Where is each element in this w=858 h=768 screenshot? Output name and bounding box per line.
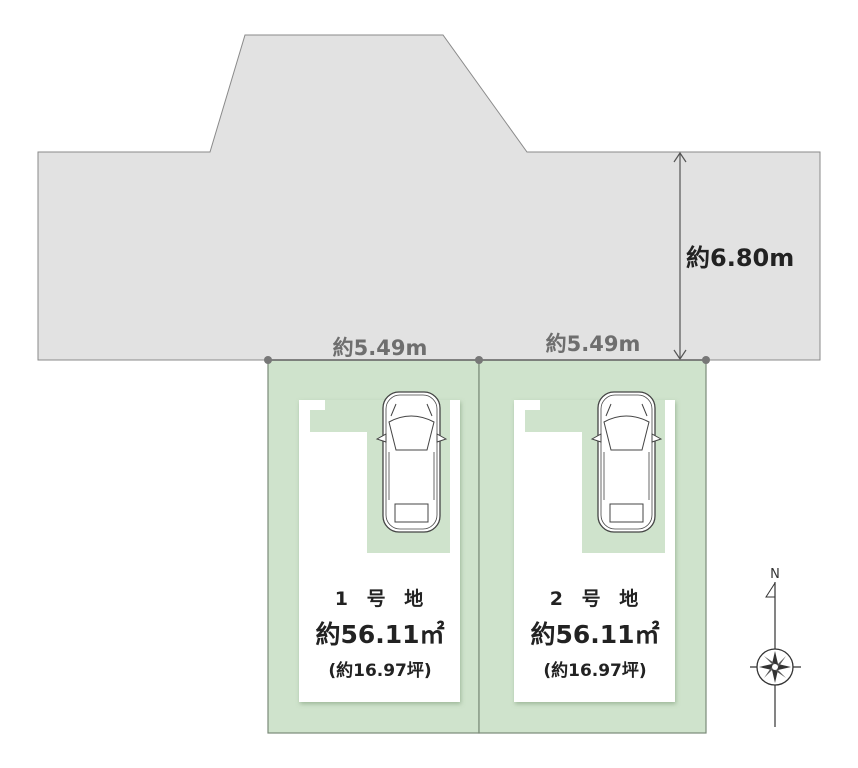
lot-name: 2 号 地 [550, 587, 644, 610]
lot-area-sqm: 約56.11㎡ [530, 620, 659, 649]
frontage-label-1: 約5.49m [333, 336, 428, 360]
lot-1: 1 号 地 約56.11㎡ (約16.97坪) [267, 359, 480, 734]
north-label: N [770, 567, 780, 582]
road-area [37, 34, 821, 361]
lot-area-tsubo: (約16.97坪) [328, 660, 431, 681]
frontage-dimension: 約5.49m 約5.49m [264, 332, 710, 364]
depth-dimension: 約6.80m [673, 151, 794, 361]
lot-area-tsubo: (約16.97坪) [543, 660, 646, 681]
compass-icon: N [750, 567, 801, 727]
car-icon [376, 391, 447, 533]
frontage-label-2: 約5.49m [546, 332, 641, 356]
car-icon [591, 391, 662, 533]
depth-label: 約6.80m [686, 244, 794, 272]
lot-2: 2 号 地 約56.11㎡ (約16.97坪) [478, 359, 707, 734]
lot-area-sqm: 約56.11㎡ [315, 620, 444, 649]
lot-name: 1 号 地 [335, 587, 429, 610]
